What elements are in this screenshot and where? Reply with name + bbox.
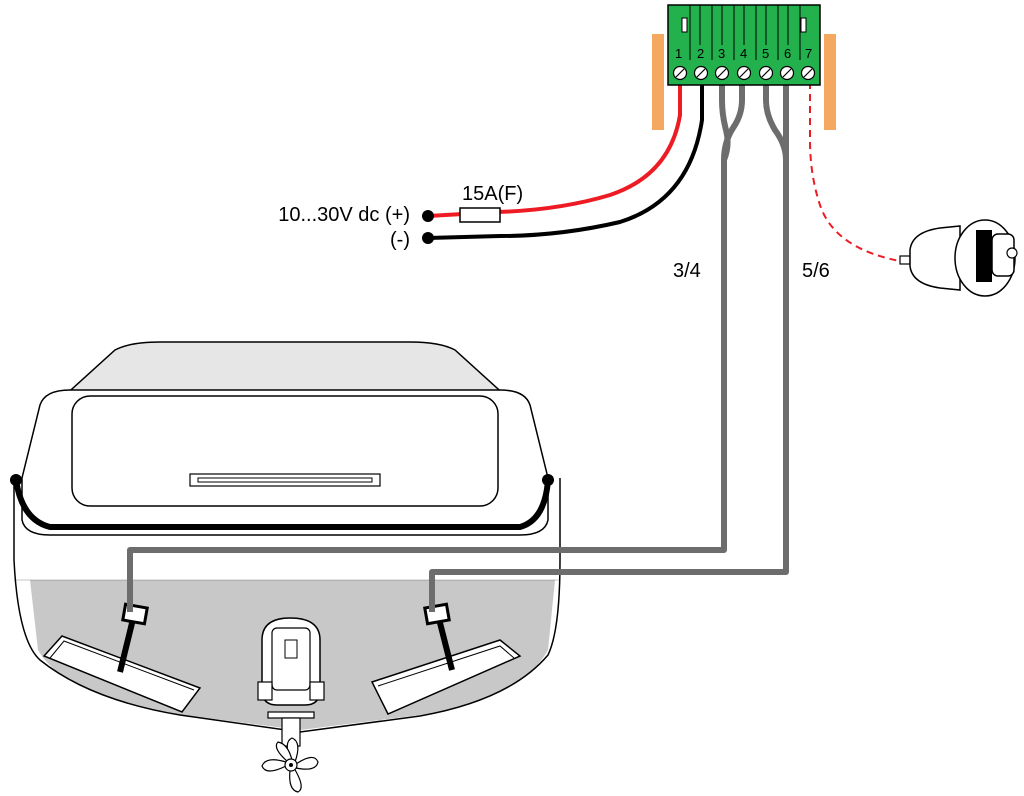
outboard-motor <box>257 617 325 747</box>
terminal-number: 4 <box>740 46 747 61</box>
cable-3-4-label: 3/4 <box>673 260 701 282</box>
terminal-number: 3 <box>718 46 725 61</box>
negative-terminal-dot <box>422 232 434 244</box>
terminal-screws <box>672 65 816 81</box>
rub-rail-end-left <box>10 474 22 486</box>
supply-negative-label: (-) <box>390 229 410 251</box>
supply-positive-label: 10...30V dc (+) <box>278 204 410 226</box>
fuse-label: 15A(F) <box>462 183 523 205</box>
terminal-number: 2 <box>697 46 704 61</box>
cable-5-6-label: 5/6 <box>802 260 830 282</box>
terminal-number: 5 <box>762 46 769 61</box>
windshield-panel <box>71 395 499 507</box>
mounting-bracket-right <box>824 34 836 130</box>
screw-icon <box>693 65 709 81</box>
screw-icon <box>800 65 816 81</box>
cable-5-6-right <box>429 82 789 612</box>
cabin-handle-inner <box>197 477 373 483</box>
ignition-key-icon <box>899 219 1018 297</box>
screw-icon <box>736 65 752 81</box>
screw-icon <box>779 65 795 81</box>
terminal-number: 7 <box>805 46 812 61</box>
positive-wire <box>426 80 682 218</box>
negative-wire <box>426 80 704 240</box>
screw-icon <box>672 65 688 81</box>
terminal-number: 6 <box>784 46 791 61</box>
mounting-bracket-left <box>652 34 664 130</box>
terminal-numbers: 1 2 3 4 5 6 7 <box>675 46 812 61</box>
sensor-cables <box>127 82 789 612</box>
propeller-icon <box>261 737 319 793</box>
cabin-roof <box>60 341 510 399</box>
hull-outline <box>13 478 561 733</box>
terminal-number: 1 <box>675 46 682 61</box>
ignition-wire <box>809 82 906 263</box>
rub-rail <box>13 479 551 530</box>
trim-tab-left <box>42 602 202 713</box>
cable-3-4-right <box>719 82 731 162</box>
screw-icon <box>714 65 730 81</box>
positive-terminal-dot <box>422 210 434 222</box>
fuse-icon <box>459 207 501 223</box>
rub-rail-end-right <box>542 474 554 486</box>
screw-icon <box>758 65 774 81</box>
